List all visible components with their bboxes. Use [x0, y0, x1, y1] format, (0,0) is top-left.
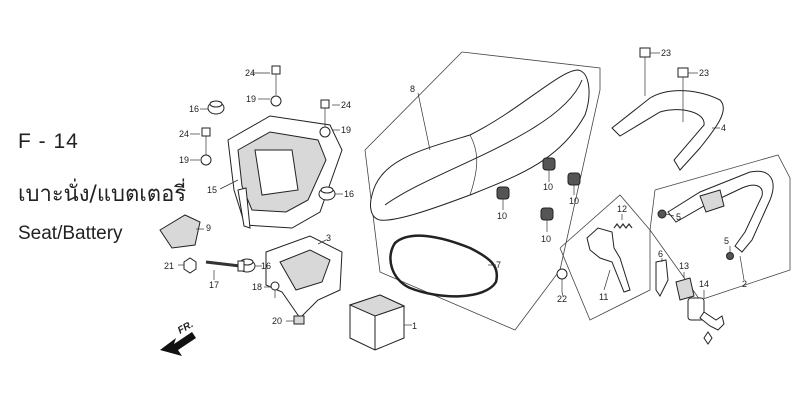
callout-16-c: 16: [261, 261, 271, 271]
battery-box-inner: [279, 249, 331, 291]
callout-23-a: 23: [661, 48, 671, 58]
bolt-24-b: [320, 99, 330, 128]
callout-22: 22: [557, 294, 567, 304]
callout-13: 13: [679, 261, 689, 271]
callout-10-b: 10: [569, 196, 579, 206]
callout-12: 12: [617, 204, 627, 214]
bolt-5-a: [657, 209, 667, 219]
spring-12: [613, 223, 633, 229]
screw-22: [556, 268, 568, 292]
callout-6: 6: [658, 249, 663, 259]
title-block: F - 14 เบาะนั่ง/แบตเตอรี่ Seat/Battery: [18, 130, 186, 245]
carrier-2: [667, 170, 774, 253]
bolt-5-b: [726, 252, 734, 260]
seat-seal-7: [389, 234, 499, 298]
callout-5-b: 5: [724, 236, 729, 246]
title-english: Seat/Battery: [18, 223, 123, 244]
luggage-box: [227, 115, 343, 229]
callout-24-b: 24: [341, 100, 351, 110]
washer-19-a: [270, 95, 282, 107]
seat-group-outline: [364, 51, 601, 331]
bolt-24-a: [271, 65, 281, 95]
callout-16-b: 16: [344, 189, 354, 199]
callout-21: 21: [164, 261, 174, 271]
callout-24-c: 24: [179, 129, 189, 139]
leader-lines: [178, 52, 745, 326]
callout-3: 3: [326, 233, 331, 243]
callout-10-c: 10: [497, 211, 507, 221]
cushion-10-c: [496, 186, 510, 200]
callout-19-b: 19: [341, 125, 351, 135]
callout-4: 4: [721, 123, 726, 133]
bolt-23-a: [639, 47, 651, 96]
callout-19-c: 19: [179, 155, 189, 165]
key-lock-14: [687, 297, 725, 345]
rubber-16-b: [318, 186, 336, 201]
carrier-plate: [699, 189, 725, 213]
bolt-17: [205, 260, 245, 272]
callout-15: 15: [207, 185, 217, 195]
callout-17: 17: [209, 280, 219, 290]
lock-group-outline: [559, 194, 651, 321]
callout-8: 8: [410, 84, 415, 94]
clip-20: [293, 315, 305, 325]
seat-lock-11: [586, 227, 631, 293]
callout-14: 14: [699, 279, 709, 289]
callout-10-a: 10: [543, 182, 553, 192]
bracket-9: [159, 214, 201, 249]
bolt-24-c: [201, 127, 211, 155]
callout-20: 20: [272, 316, 282, 326]
callout-9: 9: [206, 223, 211, 233]
bolt-23-b: [677, 67, 689, 122]
callout-23-b: 23: [699, 68, 709, 78]
rubber-16-a: [207, 100, 225, 115]
callout-7: 7: [496, 260, 501, 270]
callout-labels: 1 2 3 4 5 5 6 7 8 9 10 10 10 10 11 12 13…: [164, 48, 747, 331]
cushion-10-a: [542, 157, 556, 171]
washer-19-c: [200, 154, 212, 166]
bolt-18: [270, 281, 280, 298]
figure-code: F - 14: [18, 130, 79, 153]
seal-13: [675, 277, 695, 301]
callout-5-a: 5: [676, 212, 681, 222]
callout-11: 11: [599, 292, 608, 302]
callout-10-d: 10: [541, 234, 551, 244]
cushion-10-d: [540, 207, 554, 221]
front-direction-arrow: FR.: [160, 319, 196, 356]
cushion-10-b: [567, 172, 581, 186]
seat-8: [370, 69, 590, 221]
callout-1: 1: [412, 321, 417, 331]
callout-19-a: 19: [246, 94, 256, 104]
washer-19-b: [319, 126, 331, 138]
callout-2: 2: [742, 279, 747, 289]
battery-1: [348, 294, 406, 351]
callout-24-a: 24: [245, 68, 255, 78]
callout-16-a: 16: [189, 104, 199, 114]
grab-rail-4: [611, 90, 724, 171]
callout-18: 18: [252, 282, 262, 292]
nut-21: [183, 257, 197, 274]
clip-6: [655, 259, 669, 297]
title-thai: เบาะนั่ง/แบตเตอรี่: [18, 182, 187, 207]
